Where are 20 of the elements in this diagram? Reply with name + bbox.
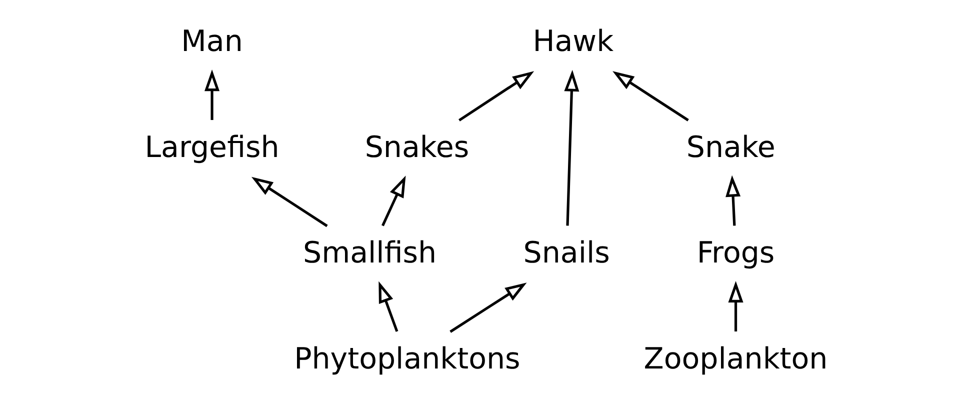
node-text: Snake (686, 130, 775, 164)
node-text: Frogs (696, 236, 774, 270)
arrow (449, 282, 526, 333)
node-text: Largefish (144, 130, 279, 164)
arrow (728, 281, 743, 332)
arrow (381, 176, 406, 226)
arrow (612, 71, 688, 122)
node-text: Zooplankton (643, 341, 828, 376)
arrow (204, 70, 220, 120)
arrow (458, 71, 534, 122)
node-text: Phytoplanktons (294, 341, 520, 376)
node-text: Snakes (364, 130, 469, 164)
node-text: Man (180, 24, 242, 58)
node-text: Smallfish (302, 236, 436, 270)
arrow (564, 70, 579, 226)
arrow (725, 175, 740, 226)
node-text: Snails (522, 236, 610, 270)
arrow (378, 281, 398, 332)
arrow (250, 176, 328, 228)
node-text: Hawk (532, 24, 614, 58)
